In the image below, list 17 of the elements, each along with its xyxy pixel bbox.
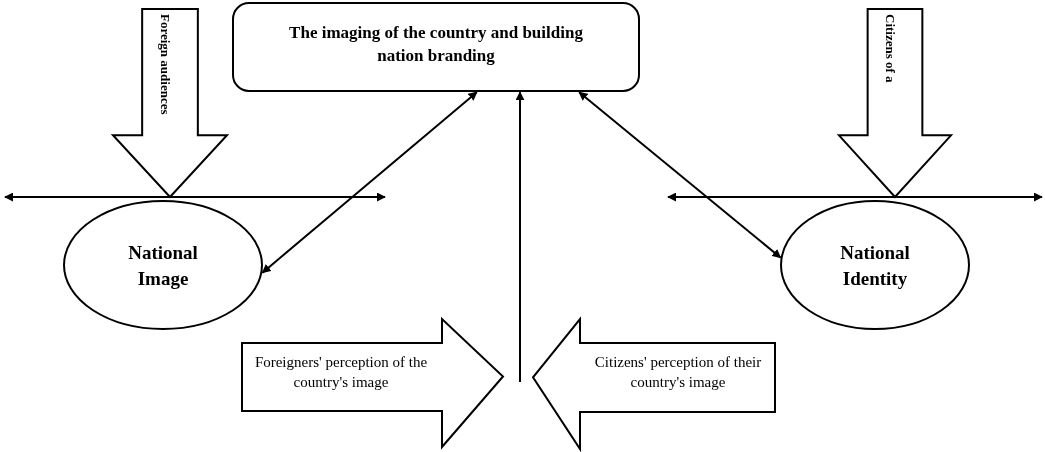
pointer-shape — [532, 318, 776, 450]
arrow — [515, 91, 525, 383]
pointer-shape — [838, 8, 952, 198]
arrow — [578, 91, 782, 259]
node-label: Foreigners' perception of the country's image — [253, 353, 429, 393]
node-label: The imaging of the country and building nation branding — [288, 22, 584, 67]
node-label: National Identity — [839, 241, 911, 291]
node-label: Citizens of a — [881, 14, 899, 85]
rounded-box — [232, 2, 640, 92]
arrow — [261, 91, 478, 274]
pointer-shape — [112, 8, 228, 198]
ellipse-node — [780, 200, 970, 330]
node-label: Citizens' perception of their country's image — [593, 353, 763, 393]
node-label: National Image — [127, 241, 199, 291]
pointer-shape — [242, 318, 504, 448]
node-label: Foreign audiences — [156, 14, 174, 117]
ellipse-node — [63, 200, 263, 330]
